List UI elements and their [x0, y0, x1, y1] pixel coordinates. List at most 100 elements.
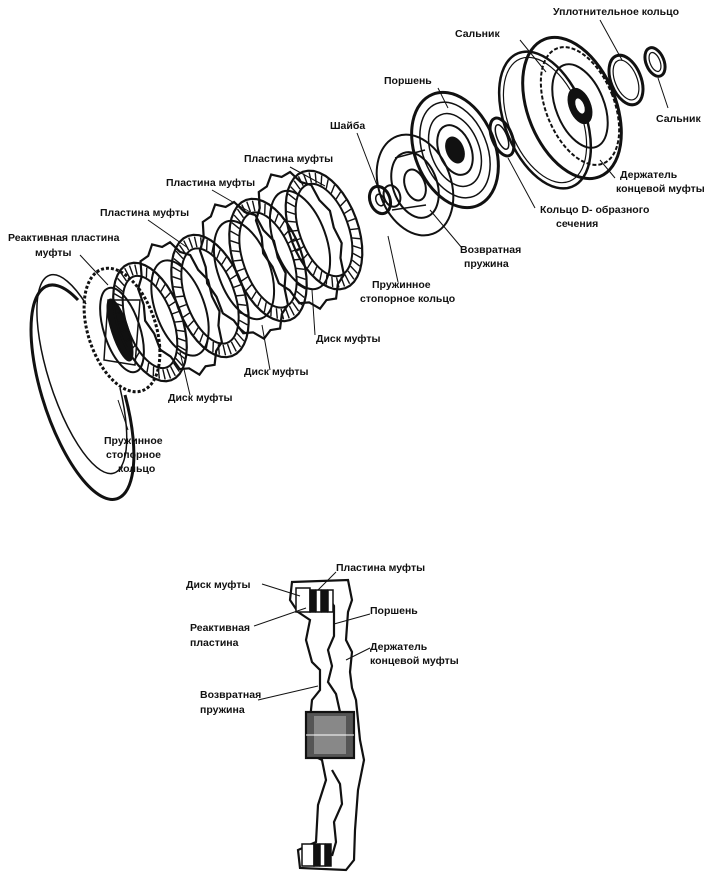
clutch-disc-3-hatch	[115, 311, 124, 315]
clutch-disc-3-hatch	[162, 369, 166, 380]
clutch-disc-3-hatch	[129, 345, 136, 352]
clutch-disc-2-hatch	[296, 267, 305, 271]
clutch-disc-3-hatch	[160, 284, 166, 293]
label-reaction-plate-l1: Реактивная пластина	[8, 232, 120, 244]
clutch-disc-2b-hatch	[172, 275, 181, 281]
clutch-disc-3-hatch	[175, 357, 183, 367]
label-clutch-disc-3: Диск муфты	[168, 392, 232, 404]
clutch-disc-1-hatch	[297, 176, 304, 186]
clutch-disc-3-hatch	[134, 351, 140, 360]
clutch-disc-1-hatch	[319, 271, 323, 281]
clutch-disc-3-hatch	[152, 366, 155, 377]
clutch-disc-3-hatch	[114, 293, 123, 299]
clutch-disc-2b-hatch	[193, 327, 199, 336]
clutch-disc-2-hatch	[245, 284, 253, 292]
exploded-labels: Уплотнительное кольцо Сальник Сальник По…	[8, 6, 705, 475]
clutch-disc-2b-hatch	[233, 284, 242, 289]
clutch-disc-1-hatch	[335, 191, 342, 200]
clutch-pack-rings	[112, 169, 364, 383]
clutch-disc-2b-hatch	[172, 266, 181, 273]
clutch-disc-2b-outline	[170, 233, 250, 359]
label-snap-ring-l2: стопорное	[106, 449, 161, 461]
clutch-disc-2b-hatch	[236, 294, 245, 297]
seal-ring	[607, 53, 645, 107]
clutch-disc-2b-hatch	[173, 257, 182, 266]
clutch-disc-3-hatch	[169, 366, 176, 377]
clutch-disc-1-hatch	[290, 186, 298, 195]
clutch-disc-1-hatch	[350, 265, 358, 274]
clutch-disc-1-hatch	[312, 266, 318, 276]
label-return-spring-l1: Возвратная	[460, 244, 521, 256]
clutch-plate-1-inner	[268, 189, 332, 291]
clutch-disc-2b-inner	[180, 247, 240, 345]
clutch-disc-1-hatch	[351, 259, 361, 267]
clutch-disc-1	[284, 169, 364, 291]
clutch-disc-2b-hatch	[178, 244, 187, 255]
label-snap-ring-mid-l2: стопорное кольцо	[360, 293, 455, 305]
clutch-disc-2-hatch	[233, 214, 242, 224]
label-clutch-plate-1: Пластина муфты	[244, 153, 333, 165]
clutch-disc-3-hatch	[114, 284, 124, 293]
clutch-disc-2-hatch	[230, 239, 239, 245]
label-end-retainer-l2: концевой муфты	[616, 183, 705, 195]
label-snap-ring-l3: кольцо	[118, 463, 155, 475]
clutch-disc-1-inner	[294, 182, 354, 278]
clutch-disc-1-hatch	[293, 180, 301, 190]
label-oil-seal-top: Сальник	[455, 28, 500, 40]
clutch-disc-2-hatch	[284, 307, 290, 319]
clutch-disc-1-hatch	[350, 227, 359, 231]
clutch-disc-2-hatch	[296, 290, 305, 299]
clutch-disc-2-hatch	[251, 200, 256, 212]
clutch-disc-2-hatch	[288, 305, 295, 316]
label-clutch-disc-1: Диск муфты	[316, 333, 380, 345]
clutch-disc-3-hatch	[124, 267, 131, 278]
clutch-disc-3-hatch	[124, 337, 132, 343]
clutch-disc-3-hatch	[177, 345, 186, 351]
label-oil-seal-right: Сальник	[656, 113, 701, 125]
clutch-disc-3-hatch	[176, 329, 185, 333]
clutch-disc-1-hatch	[352, 245, 362, 250]
clutch-disc-2-hatch	[274, 213, 279, 223]
clutch-disc-2b-hatch	[205, 338, 209, 349]
clutch-disc-2-hatch	[233, 259, 242, 262]
clutch-disc-1-hatch	[325, 179, 329, 189]
clutch-disc-1-hatch	[325, 274, 328, 285]
clutch-disc-2b-hatch	[216, 249, 221, 259]
clutch-disc-2b-hatch	[217, 344, 221, 355]
label-section-reaction-l2: пластина	[190, 637, 239, 649]
clutch-disc-1-hatch	[306, 260, 313, 269]
end-clutch-retainer	[521, 35, 623, 181]
clutch-disc-2b-hatch	[226, 343, 232, 355]
clutch-disc-2b-hatch	[187, 320, 195, 328]
clutch-disc-2b-hatch	[225, 264, 233, 272]
section-view	[288, 578, 366, 872]
clutch-disc-1-hatch	[289, 229, 298, 233]
label-seal-ring: Уплотнительное кольцо	[553, 6, 679, 18]
clutch-disc-2-hatch	[263, 203, 266, 215]
clutch-disc-2b-hatch	[188, 237, 194, 249]
clutch-disc-2b-hatch	[178, 303, 187, 308]
clutch-disc-2-hatch	[297, 275, 306, 281]
clutch-disc-3-hatch	[140, 357, 145, 367]
label-return-spring-l2: пружина	[464, 258, 509, 270]
clutch-disc-3-hatch	[117, 321, 126, 324]
clutch-disc-3-hatch	[146, 362, 150, 373]
clutch-disc-1-hatch	[287, 220, 297, 223]
clutch-disc-2b-hatch	[193, 236, 198, 248]
clutch-disc-2-hatch	[236, 267, 245, 272]
exploded-view	[29, 35, 667, 501]
label-clutch-plate-3: Пластина муфты	[100, 207, 189, 219]
clutch-disc-2b-hatch	[222, 344, 227, 356]
clutch-disc-2-hatch	[251, 291, 257, 300]
clutch-disc-2-hatch	[275, 308, 279, 319]
clutch-disc-2-hatch	[291, 301, 300, 312]
label-section-reaction-l1: Реактивная	[190, 622, 250, 634]
snap-ring-large	[29, 273, 136, 501]
clutch-disc-1-hatch	[286, 201, 296, 208]
label-d-ring-l1: Кольцо D- образного	[540, 204, 649, 216]
label-section-retainer-l1: Держатель	[370, 641, 428, 653]
section-labels: Диск муфты Пластина муфты Реактивная пла…	[186, 562, 459, 716]
clutch-disc-3-hatch	[166, 368, 172, 379]
label-end-retainer-l1: Держатель	[620, 169, 678, 181]
label-section-clutch-plate: Пластина муфты	[336, 562, 425, 574]
